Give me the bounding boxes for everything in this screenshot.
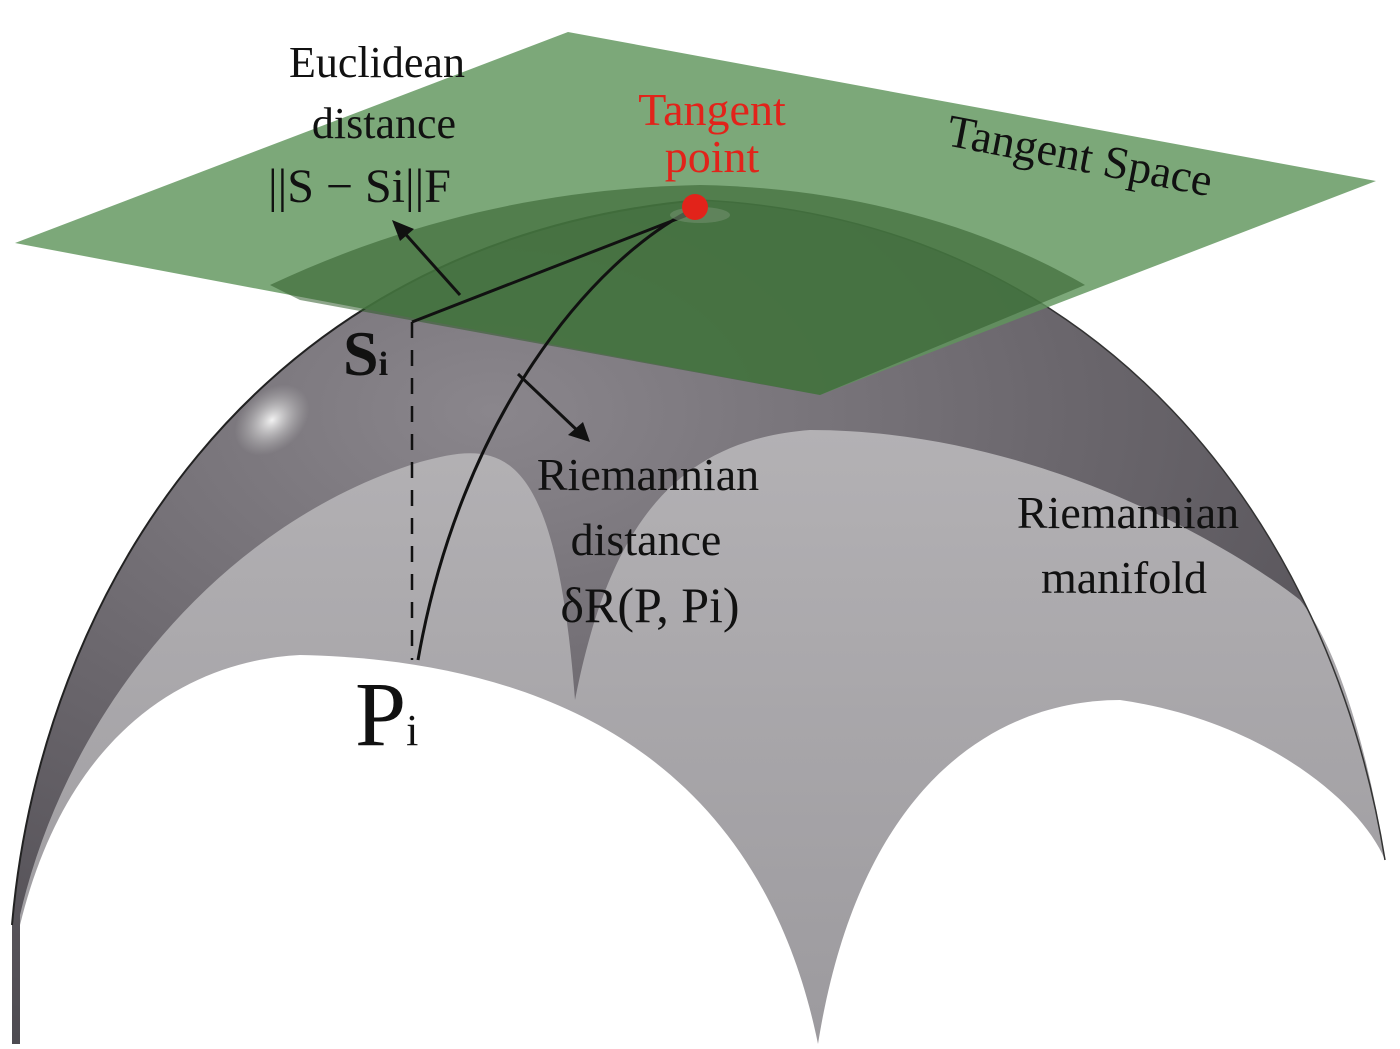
manifold-highlight: [234, 384, 310, 456]
si-label-main: S: [343, 318, 379, 389]
pi-label: Pi: [355, 663, 418, 765]
riemannian-distance-line1: Riemannian: [537, 449, 759, 500]
euclidean-formula: ||S − Si||F: [268, 160, 451, 213]
euclidean-label-line2: distance: [312, 99, 456, 148]
riemannian-geodesic-curve: [416, 206, 696, 661]
arch-left: [20, 655, 818, 1044]
si-label-sub: i: [379, 346, 388, 383]
euclidean-arrowhead: [392, 220, 414, 241]
tangent-plane-overlap: [270, 185, 1085, 395]
riemannian-manifold-line2: manifold: [1041, 552, 1207, 603]
riemannian-arrowhead: [568, 422, 590, 442]
pi-label-main: P: [355, 663, 406, 765]
tangent-point-dot: [682, 194, 708, 220]
tangent-point-label-line1: Tangent: [638, 84, 786, 135]
riemannian-distance-line2: distance: [571, 514, 722, 565]
euclidean-label-line1: Euclidean: [289, 38, 465, 87]
riemannian-manifold-line1: Riemannian: [1017, 487, 1239, 538]
euclidean-arrow: [398, 226, 462, 297]
si-label: Si: [343, 318, 388, 389]
arch-right: [818, 700, 1385, 1044]
riemannian-arrow: [516, 372, 582, 435]
pi-label-sub: i: [406, 706, 418, 755]
tangent-point-label-line2: point: [665, 131, 760, 182]
euclidean-segment: [411, 210, 696, 324]
riemannian-distance-formula: δR(P, Pi): [560, 577, 739, 633]
